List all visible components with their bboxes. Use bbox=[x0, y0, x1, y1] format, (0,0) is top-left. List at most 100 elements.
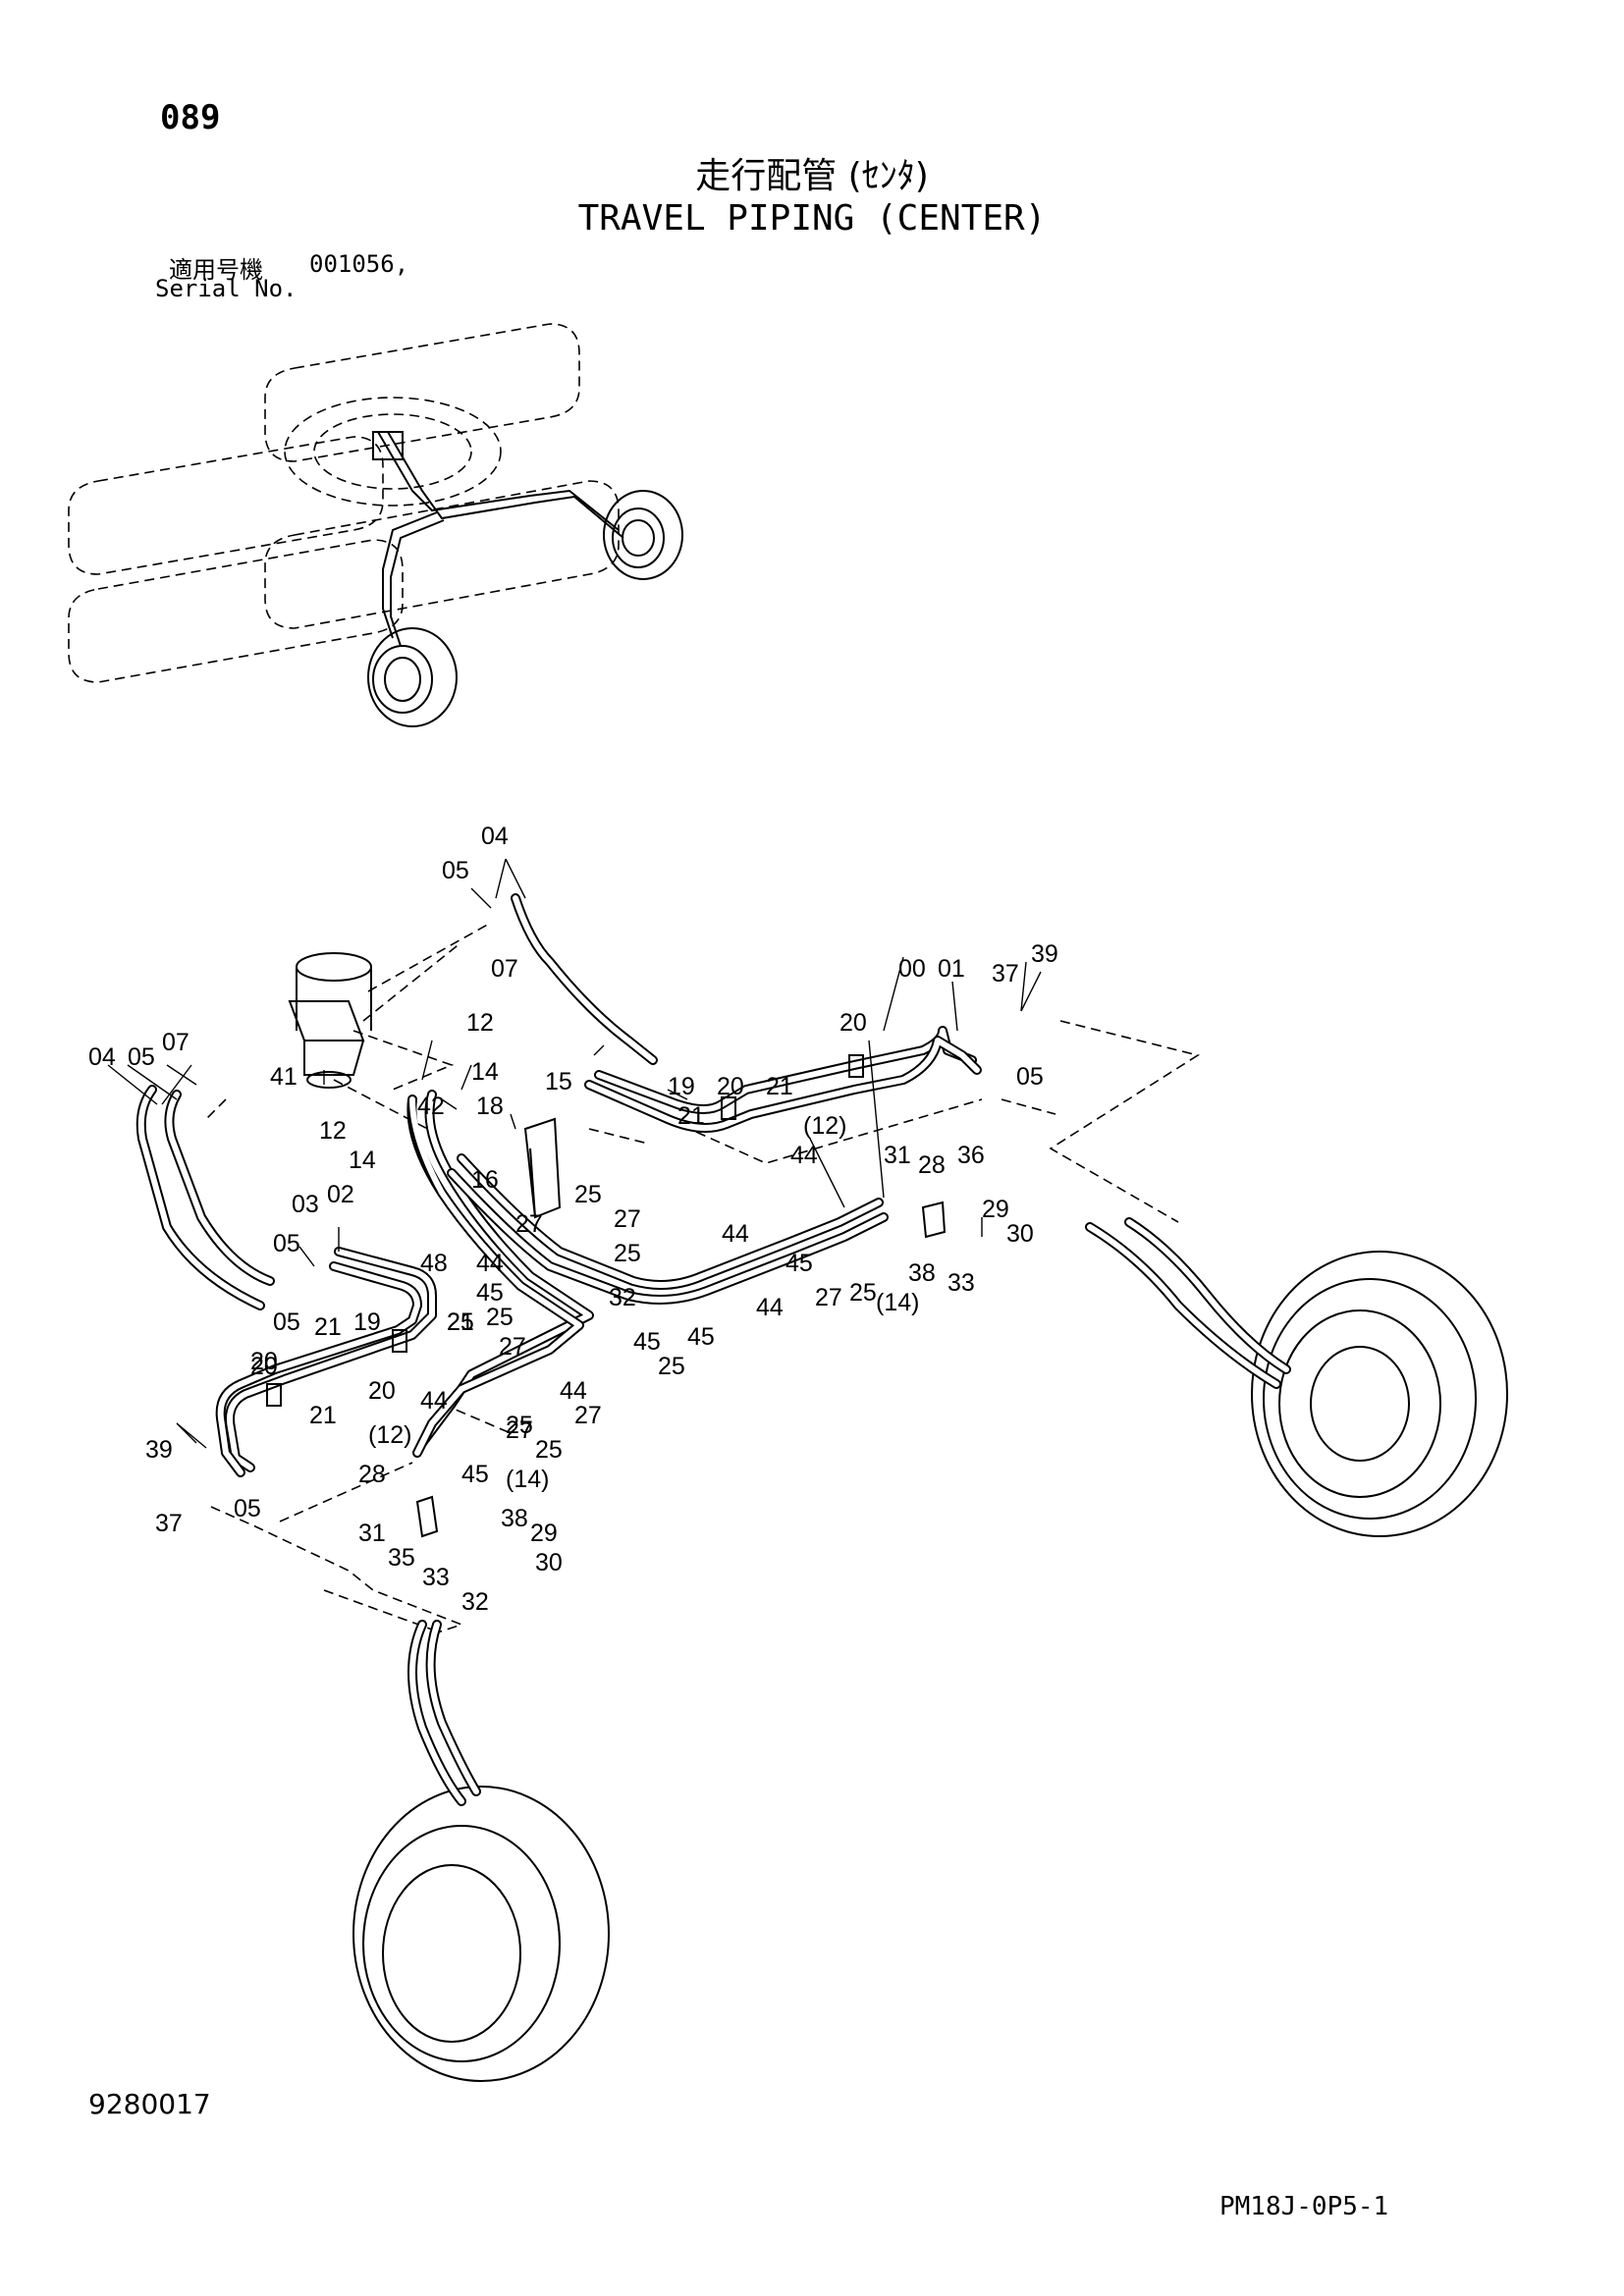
callout: 02 bbox=[327, 1181, 354, 1208]
callout: 27 bbox=[506, 1416, 533, 1444]
callout: 25 bbox=[447, 1308, 474, 1336]
callout: (14) bbox=[506, 1466, 549, 1493]
callout: 20 bbox=[717, 1073, 744, 1100]
callout: 21 bbox=[766, 1073, 793, 1100]
callout: 33 bbox=[422, 1564, 450, 1591]
callout: 16 bbox=[471, 1166, 499, 1194]
title-english: TRAVEL PIPING (CENTER) bbox=[577, 198, 1047, 239]
left-travel-motor bbox=[352, 1620, 610, 2082]
overview-undercarriage-sketch bbox=[68, 323, 683, 727]
callout: 25 bbox=[614, 1240, 641, 1267]
callout: 42 bbox=[417, 1093, 445, 1120]
callout: 38 bbox=[501, 1505, 528, 1532]
callout: 29 bbox=[982, 1196, 1009, 1223]
callout: 37 bbox=[155, 1510, 183, 1537]
callout: 27 bbox=[815, 1284, 842, 1311]
page-code: PM18J-0P5-1 bbox=[1219, 2192, 1389, 2221]
callout: 37 bbox=[992, 960, 1019, 988]
right-travel-motor bbox=[1085, 1217, 1508, 1537]
callout: 44 bbox=[790, 1142, 818, 1169]
callout: 45 bbox=[687, 1323, 715, 1351]
callout: 12 bbox=[319, 1117, 347, 1145]
callout: 44 bbox=[420, 1387, 448, 1415]
callout: 44 bbox=[756, 1294, 784, 1321]
callout: 25 bbox=[506, 1412, 533, 1439]
callout: 27 bbox=[515, 1210, 543, 1238]
callout: 20 bbox=[250, 1353, 278, 1380]
callout: 14 bbox=[349, 1147, 376, 1174]
callout: 05 bbox=[273, 1230, 300, 1257]
title-japanese: 走行配管 (ｾﾝﾀ) bbox=[695, 156, 929, 196]
callout: 21 bbox=[309, 1402, 337, 1429]
callout: 21 bbox=[314, 1313, 342, 1341]
callout: (12) bbox=[368, 1421, 411, 1449]
callout: 05 bbox=[128, 1043, 155, 1071]
callout: 14 bbox=[471, 1058, 499, 1086]
callout: 12 bbox=[466, 1009, 494, 1037]
callout: 28 bbox=[358, 1461, 386, 1488]
serial-label-japanese: 適用号機 bbox=[169, 256, 263, 284]
callout: 15 bbox=[545, 1068, 572, 1095]
callout: 18 bbox=[476, 1093, 504, 1120]
callout: 41 bbox=[270, 1063, 298, 1091]
callout: 29 bbox=[530, 1520, 558, 1547]
callout: 19 bbox=[353, 1308, 381, 1336]
callout: 20 bbox=[368, 1377, 396, 1405]
callout-labels: 04 05 07 00 01 37 39 20 05 19 21 20 21 1… bbox=[88, 823, 1058, 1616]
callout: 27 bbox=[614, 1205, 641, 1233]
callout: (14) bbox=[876, 1289, 919, 1316]
serial-label-english: Serial No. bbox=[155, 275, 298, 302]
callout: 21 bbox=[677, 1102, 705, 1130]
callout: 35 bbox=[388, 1544, 415, 1572]
callout: 25 bbox=[658, 1353, 685, 1380]
callout: 20 bbox=[250, 1348, 278, 1375]
callout: 25 bbox=[574, 1181, 602, 1208]
callout: 44 bbox=[560, 1377, 587, 1405]
callout: 25 bbox=[486, 1304, 514, 1331]
callout: (12) bbox=[803, 1112, 846, 1140]
drawing-number: 9280017 bbox=[88, 2088, 211, 2120]
callout: 39 bbox=[145, 1436, 173, 1464]
callout: 33 bbox=[947, 1269, 975, 1297]
callout: 28 bbox=[918, 1151, 946, 1179]
callout: 45 bbox=[785, 1250, 813, 1277]
callout: 21 bbox=[447, 1308, 474, 1336]
callout: 07 bbox=[162, 1029, 189, 1056]
callout: 44 bbox=[476, 1250, 504, 1277]
callout: 30 bbox=[535, 1549, 563, 1576]
center-joint bbox=[288, 952, 372, 1089]
callout: 03 bbox=[292, 1191, 319, 1218]
callout: 04 bbox=[481, 823, 509, 850]
callout: 05 bbox=[273, 1308, 300, 1336]
serial-value: 001056, bbox=[309, 250, 409, 278]
callout: 31 bbox=[358, 1520, 386, 1547]
callout: 45 bbox=[476, 1279, 504, 1307]
callout: 31 bbox=[884, 1142, 911, 1169]
callout: 44 bbox=[722, 1220, 749, 1248]
callout: 25 bbox=[849, 1279, 877, 1307]
callout: 27 bbox=[499, 1333, 526, 1361]
callout: 32 bbox=[609, 1284, 636, 1311]
callout: 01 bbox=[938, 955, 965, 983]
callout: 25 bbox=[535, 1436, 563, 1464]
callout: 05 bbox=[442, 857, 469, 884]
callout: 38 bbox=[908, 1259, 936, 1287]
callout: 30 bbox=[1006, 1220, 1034, 1248]
callout: 05 bbox=[234, 1495, 261, 1522]
callout: 05 bbox=[1016, 1063, 1044, 1091]
callout: 27 bbox=[574, 1402, 602, 1429]
callout: 48 bbox=[420, 1250, 448, 1277]
page-number: 089 bbox=[160, 98, 221, 137]
callout: 45 bbox=[461, 1461, 489, 1488]
callout: 39 bbox=[1031, 940, 1058, 968]
callout: 32 bbox=[461, 1588, 489, 1616]
callout: 36 bbox=[957, 1142, 985, 1169]
callout: 19 bbox=[668, 1073, 695, 1100]
callout: 45 bbox=[633, 1328, 661, 1356]
callout: 07 bbox=[491, 955, 518, 983]
callout: 00 bbox=[898, 955, 926, 983]
callout: 04 bbox=[88, 1043, 116, 1071]
exploded-piping-view bbox=[107, 858, 1508, 2082]
callout: 20 bbox=[839, 1009, 867, 1037]
